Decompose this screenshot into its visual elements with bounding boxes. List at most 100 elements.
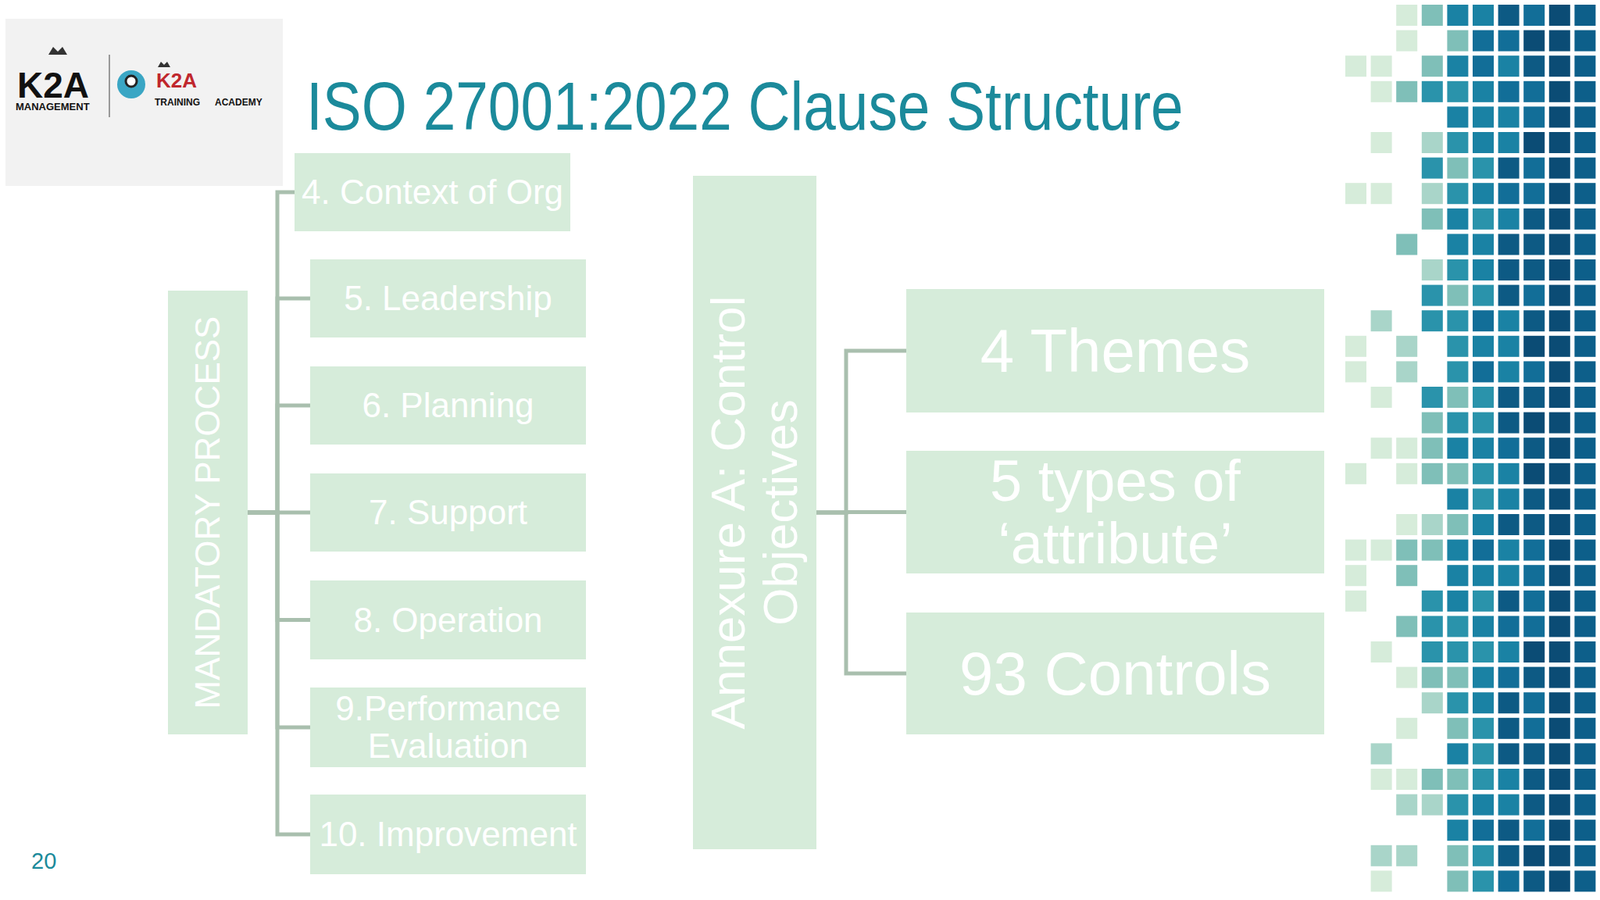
mosaic-tile (1421, 55, 1443, 77)
mosaic-tile (1498, 208, 1520, 230)
mosaic-tile (1472, 55, 1494, 77)
mosaic-tile (1549, 335, 1571, 358)
node-text: 8. Operation (348, 601, 547, 640)
mosaic-tile (1523, 360, 1545, 383)
mosaic-tile (1371, 55, 1393, 77)
mosaic-tile (1446, 182, 1468, 204)
mosaic-tile (1523, 590, 1545, 612)
mosaic-tile (1446, 4, 1468, 26)
mosaic-tile (1396, 437, 1418, 459)
mosaic-tile (1574, 285, 1596, 307)
annex-box: 4 Themes (906, 289, 1325, 413)
mosaic-tile (1421, 157, 1443, 179)
mosaic-tile (1421, 615, 1443, 637)
mosaic-tile (1523, 437, 1545, 459)
mosaic-tile (1574, 870, 1596, 892)
mosaic-tile (1421, 667, 1443, 689)
mosaic-tile (1574, 742, 1596, 765)
mosaic-tile (1498, 514, 1520, 536)
mosaic-tile (1472, 692, 1494, 714)
mosaic-tile (1574, 55, 1596, 77)
mosaic-tile (1446, 437, 1468, 459)
mosaic-tile (1498, 106, 1520, 128)
mosaic-tile (1523, 4, 1545, 26)
mosaic-tile (1421, 182, 1443, 204)
mosaic-tile (1371, 81, 1393, 103)
mosaic-tile (1574, 564, 1596, 586)
mosaic-tile (1472, 615, 1494, 637)
mosaic-tile (1523, 182, 1545, 204)
mosaic-tile (1523, 386, 1545, 408)
mosaic-tile (1498, 539, 1520, 561)
mosaic-tile (1549, 106, 1571, 128)
mosaic-tile (1549, 55, 1571, 77)
mosaic-tile (1574, 386, 1596, 408)
mosaic-tile (1472, 259, 1494, 281)
annex-band: Annexure A: Control Objectives (692, 175, 817, 850)
mosaic-tile (1574, 514, 1596, 536)
mosaic-tile (1574, 794, 1596, 816)
mosaic-tile (1498, 437, 1520, 459)
mosaic-tile (1498, 132, 1520, 154)
mosaic-tile (1574, 667, 1596, 689)
mosaic-tile (1523, 259, 1545, 281)
logo-text: K2A (17, 64, 90, 107)
mosaic-tile (1549, 590, 1571, 612)
mosaic-tile (1446, 845, 1468, 867)
mosaic-tile (1498, 641, 1520, 663)
mosaic-tile (1549, 463, 1571, 485)
mosaic-tile (1472, 132, 1494, 154)
mosaic-tile (1446, 794, 1468, 816)
mosaic-tile (1446, 768, 1468, 790)
mosaic-tile (1549, 259, 1571, 281)
mosaic-tile (1549, 30, 1571, 52)
page-number: 20 (31, 848, 57, 875)
mosaic-tile (1472, 285, 1494, 307)
mosaic-tile (1421, 794, 1443, 816)
mosaic-tile (1549, 285, 1571, 307)
mosaic-tile (1472, 488, 1494, 510)
node-text: 6. Planning (357, 386, 539, 425)
clause-box: 4. Context of Org (294, 153, 571, 232)
mosaic-tile (1472, 412, 1494, 434)
mosaic-tile (1396, 564, 1418, 586)
node-text: 5 types of ‘attribute’ (906, 450, 1325, 575)
mosaic-tile (1498, 157, 1520, 179)
logo-text: MANAGEMENT (15, 100, 90, 113)
mosaic-tile (1421, 310, 1443, 332)
bracket-connector (247, 192, 295, 513)
mosaic-tile (1472, 514, 1494, 536)
mosaic-tile (1498, 81, 1520, 103)
mosaic-tile (1549, 514, 1571, 536)
mosaic-tile (1523, 157, 1545, 179)
mosaic-tile (1345, 55, 1367, 77)
mosaic-tile (1446, 742, 1468, 765)
bracket-connector (816, 512, 907, 674)
slide-title: ISO 27001:2022 Clause Structure (306, 71, 1184, 141)
mosaic-tile (1421, 4, 1443, 26)
mosaic-tile (1549, 845, 1571, 867)
mosaic-tile (1371, 182, 1393, 204)
mosaic-tile (1549, 412, 1571, 434)
mosaic-tile (1574, 437, 1596, 459)
mosaic-tile (1472, 4, 1494, 26)
mosaic-tile (1396, 615, 1418, 637)
mosaic-tile (1498, 412, 1520, 434)
mosaic-tile (1472, 845, 1494, 867)
mosaic-tile (1523, 870, 1545, 892)
mosaic-tile (1446, 870, 1468, 892)
mosaic-tile (1396, 768, 1418, 790)
mosaic-tile (1446, 81, 1468, 103)
mosaic-tile (1446, 285, 1468, 307)
mosaic-tile (1498, 30, 1520, 52)
mosaic-tile (1574, 360, 1596, 383)
mosaic-tile (1421, 539, 1443, 561)
mosaic-tile (1446, 641, 1468, 663)
mosaic-tile (1574, 4, 1596, 26)
mosaic-tile (1549, 819, 1571, 841)
mosaic-tile (1523, 412, 1545, 434)
mosaic-tile (1446, 259, 1468, 281)
mosaic-tile (1345, 182, 1367, 204)
mosaic-tile (1549, 4, 1571, 26)
mosaic-tile (1523, 310, 1545, 332)
